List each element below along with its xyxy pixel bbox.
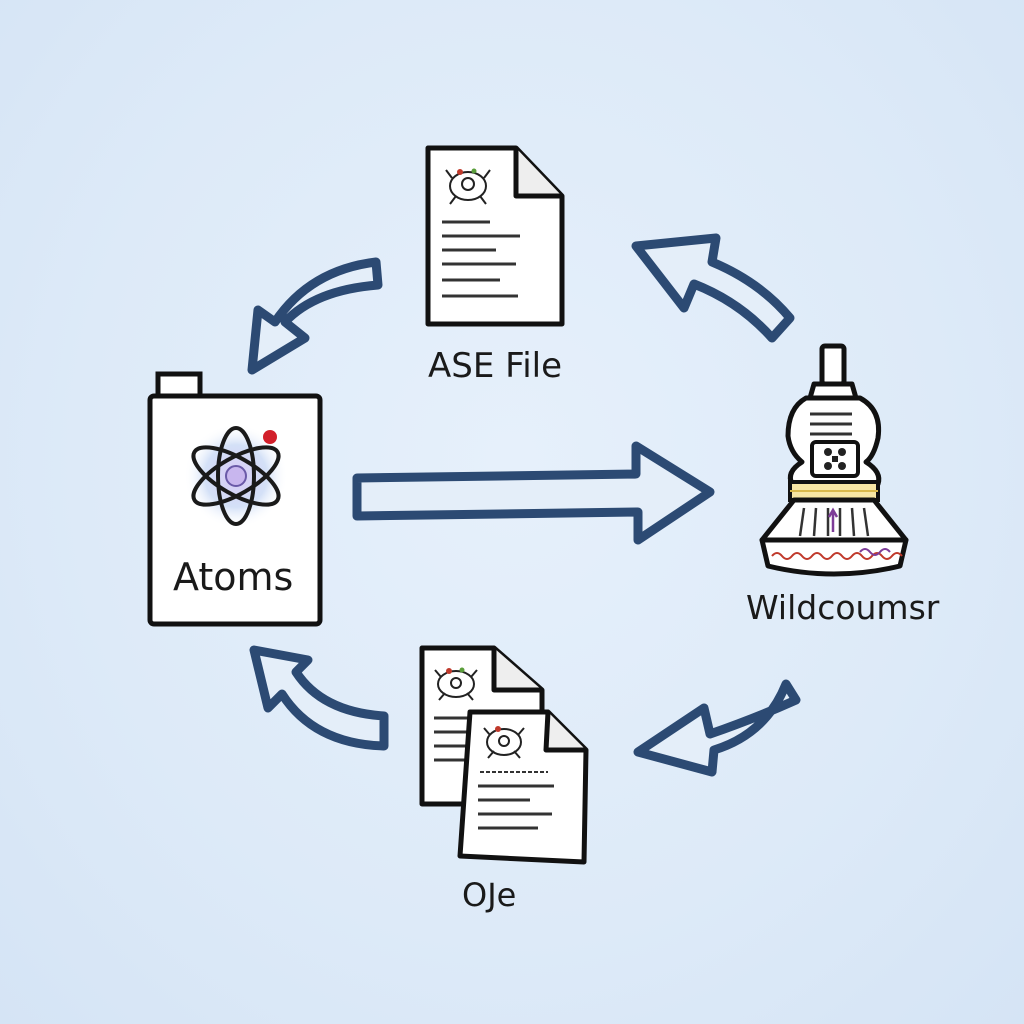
microscope-icon <box>759 343 909 577</box>
node-label-wildcoumsr: Wildcoumsr <box>746 588 940 627</box>
node-label-ase-file: ASE File <box>428 346 563 386</box>
arrow-oje-to-atoms <box>249 645 389 751</box>
crest-icon <box>445 168 491 205</box>
ase-file-icon <box>425 145 565 327</box>
spectrum-line <box>771 552 903 560</box>
atom-icon <box>184 424 288 528</box>
stacked-documents-icon <box>419 645 589 865</box>
node-label-atoms: Atoms <box>173 555 294 599</box>
arrow-wild-to-ase <box>631 233 795 343</box>
arrow-atoms-to-wild <box>352 441 715 545</box>
atom-container-icon <box>147 371 323 627</box>
arrow-ase-to-atoms <box>247 257 383 375</box>
node-label-oje: OJe <box>462 876 517 914</box>
document-text-lines <box>442 220 520 298</box>
arrow-wild-to-oje <box>633 679 801 777</box>
